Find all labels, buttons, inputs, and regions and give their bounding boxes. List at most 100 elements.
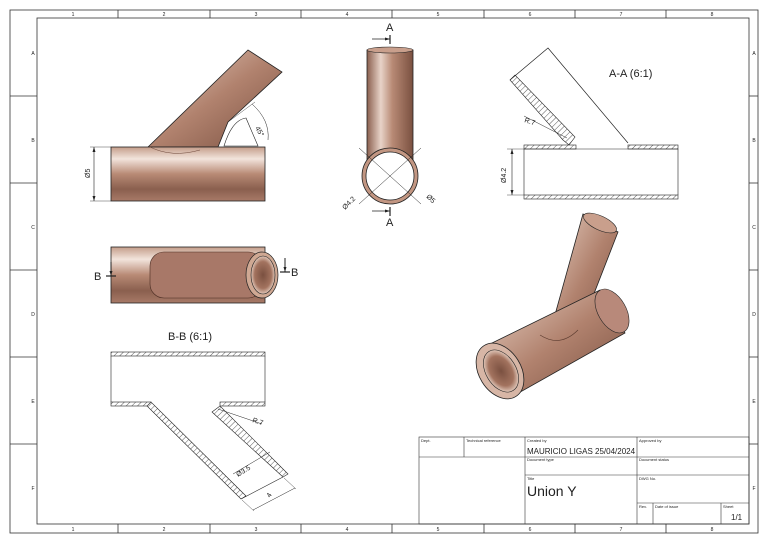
dim-bb-radius: R.7 — [251, 417, 264, 427]
section-label-a-top: A — [386, 22, 394, 34]
zone-row-left: F — [31, 486, 34, 492]
arrow-head — [109, 271, 113, 276]
zone-col-top: 4 — [346, 12, 349, 18]
ext-line — [241, 499, 255, 512]
aa-top-wall-left — [523, 144, 577, 150]
zone-ticks — [10, 10, 758, 533]
dim-line-bb-length — [252, 487, 296, 511]
aa-top-wall-right — [627, 144, 679, 150]
arrow-head — [510, 190, 514, 195]
aa-branch-outline — [509, 47, 629, 144]
ext-line — [227, 101, 256, 123]
cross-line — [358, 147, 422, 205]
isometric-view — [475, 212, 630, 400]
bb-top-wall — [110, 351, 266, 357]
dim-bb-branch-length: 4 — [266, 492, 274, 499]
zone-row-left: A — [31, 51, 35, 57]
dim-angle: 45° — [253, 125, 265, 138]
arrow-head — [283, 267, 287, 272]
leader-line — [217, 408, 263, 425]
bb-branch-wall-left — [146, 401, 247, 500]
aa-bottom-wall — [523, 194, 679, 200]
zone-col-bottom: 8 — [711, 527, 714, 533]
section-label-b-right: B — [291, 267, 298, 279]
iso-branch-seam — [539, 329, 579, 341]
side-branch-body — [149, 251, 263, 299]
zone-row-left: D — [31, 312, 35, 318]
front-fillet — [223, 117, 259, 147]
iso-branch-end — [583, 212, 617, 234]
section-label-b-left: B — [94, 271, 101, 283]
zone-col-bottom: 2 — [163, 527, 166, 533]
tb-sheet-value: 1/1 — [731, 513, 743, 522]
zone-col-top: 5 — [437, 12, 440, 18]
arrow-head — [92, 147, 96, 152]
title-block — [418, 436, 750, 525]
tb-document-type-label: Document type — [527, 457, 555, 462]
inner-frame — [36, 17, 750, 525]
zone-col-top: 8 — [711, 12, 714, 18]
section-aa-title: A-A (6:1) — [609, 68, 652, 80]
zone-row-right: E — [752, 399, 756, 405]
bb-branch-end — [240, 476, 284, 500]
zone-row-left: C — [31, 225, 35, 231]
section-label-a-bottom: A — [386, 217, 394, 229]
section-aa-view: A-A (6:1) R.7 Ø4.2 — [501, 47, 679, 200]
dim-top-inner-diameter: Ø4.2 — [341, 196, 357, 212]
tb-technical-reference-label: Technical reference — [466, 438, 501, 443]
zone-labels: 1 2 3 4 5 6 7 8 1 2 3 4 5 6 7 8 A B C D … — [31, 12, 756, 533]
tb-date-of-issue-label: Date of issue — [655, 504, 679, 509]
zone-row-right: B — [752, 138, 756, 144]
top-vertical-pipe-end — [366, 46, 414, 54]
zone-col-bottom: 4 — [346, 527, 349, 533]
side-view: B B — [94, 246, 298, 304]
zone-col-top: 2 — [163, 12, 166, 18]
tb-created-by-label: Created by — [527, 438, 547, 443]
front-main-pipe — [110, 146, 266, 202]
dim-aa-inner-diameter: Ø4.2 — [501, 168, 508, 183]
ext-line — [283, 477, 297, 490]
zone-col-bottom: 6 — [529, 527, 532, 533]
tb-title-value: Union Y — [527, 483, 577, 499]
front-branch-seam — [149, 146, 201, 154]
zone-col-top: 3 — [255, 12, 258, 18]
tb-rev-label: Rev. — [639, 504, 647, 509]
section-bb-title: B-B (6:1) — [168, 331, 212, 343]
tb-dept-label: Dept. — [421, 438, 431, 443]
front-view: Ø5 45° — [85, 49, 283, 202]
bb-bottom-wall-right — [219, 401, 266, 407]
zone-row-right: A — [752, 51, 756, 57]
tb-approved-by-label: Approved by — [639, 438, 661, 443]
zone-row-left: E — [31, 399, 35, 405]
leader-line — [523, 115, 568, 139]
tb-sheet-label: Sheet — [723, 504, 734, 509]
dim-bb-branch-diameter: Ø3.5 — [235, 465, 252, 479]
dim-top-outer-diameter: Ø5 — [425, 193, 437, 205]
zone-row-left: B — [31, 138, 35, 144]
iso-main-far-end — [594, 288, 630, 334]
top-view: Ø4.2 Ø5 A A — [341, 22, 436, 229]
dim-front-outer-diameter: Ø5 — [85, 169, 92, 178]
arrow-head — [92, 196, 96, 201]
zone-col-top: 6 — [529, 12, 532, 18]
bb-bottom-wall-left — [110, 401, 152, 407]
dim-line-bb-diameter — [232, 451, 271, 475]
aa-branch-wall-left — [509, 74, 576, 146]
iso-main-bore — [483, 349, 519, 393]
tb-created-by-value: MAURICIO LIGAS 25/04/2024 — [527, 447, 636, 456]
zone-col-bottom: 7 — [620, 527, 623, 533]
bb-branch-wall-right — [211, 405, 289, 478]
tb-document-status-label: Document status — [639, 457, 669, 462]
zone-row-right: C — [752, 225, 756, 231]
zone-col-bottom: 1 — [72, 527, 75, 533]
zone-col-top: 1 — [72, 12, 75, 18]
side-branch-bore — [250, 255, 276, 295]
title-block-text: Dept. Technical reference Created by MAU… — [421, 438, 743, 522]
tb-title-label: Title — [527, 476, 535, 481]
zone-col-top: 7 — [620, 12, 623, 18]
arrow-head — [385, 37, 390, 41]
angle-dim-arc — [251, 103, 269, 141]
arrow-head — [510, 149, 514, 154]
zone-row-right: F — [752, 486, 755, 492]
